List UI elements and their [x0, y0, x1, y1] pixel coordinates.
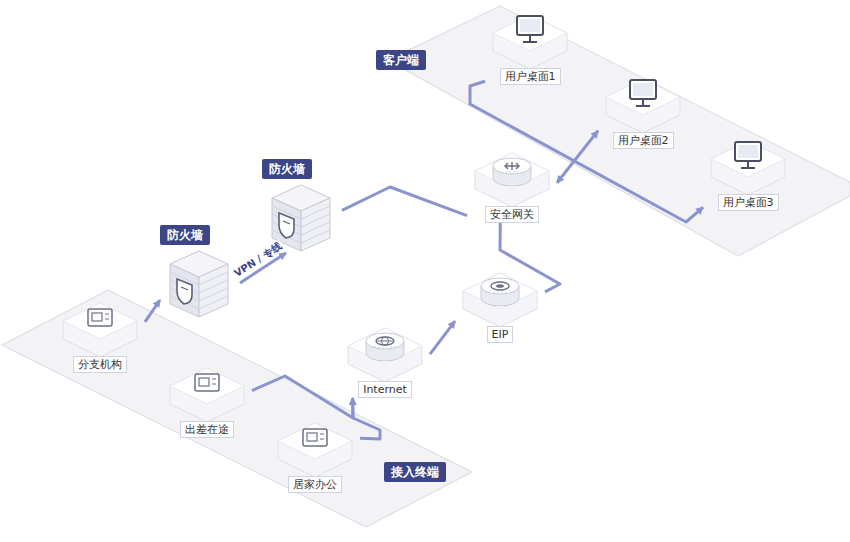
- tag-badge: 接入终端: [384, 462, 446, 482]
- tag-badge: 防火墙: [160, 225, 210, 245]
- connector: [500, 223, 560, 292]
- icon-tile: [472, 150, 552, 210]
- icon-tile: [345, 325, 425, 385]
- node-label: 安全网关: [485, 206, 539, 223]
- icon-card: 用户桌面2: [598, 76, 688, 149]
- icon-tile: [275, 420, 355, 480]
- connector: [353, 398, 380, 439]
- node-label: 用户桌面1: [500, 68, 561, 85]
- node-label: 出差在途: [180, 421, 234, 438]
- firewall-node: 防火墙: [160, 224, 240, 319]
- icon-card: 分支机构: [55, 300, 145, 373]
- icon-tile: [460, 270, 540, 330]
- icon-card: 用户桌面1: [485, 12, 575, 85]
- connector: [430, 321, 455, 354]
- icon-tile: [708, 138, 788, 198]
- connector: [557, 131, 598, 183]
- icon-tile: [603, 76, 683, 136]
- icon-tile: [167, 365, 247, 425]
- region-band: 接入终端 分支机构出差在途居家办公: [0, 285, 475, 542]
- connector: [470, 81, 703, 222]
- tag-badge: 防火墙: [262, 159, 312, 179]
- band-shape: [370, 0, 850, 262]
- connector: [342, 187, 467, 216]
- node-label: Internet: [358, 381, 412, 398]
- node-label: 居家办公: [288, 476, 342, 493]
- icon-tile: [60, 300, 140, 360]
- icon-card: 出差在途: [162, 365, 252, 438]
- connector: [252, 376, 353, 418]
- firewall-node: 防火墙: [262, 158, 342, 253]
- tag-badge: 客户端: [376, 50, 426, 70]
- node-label: 用户桌面3: [718, 194, 779, 211]
- node-label: 用户桌面2: [613, 132, 674, 149]
- node-label: 分支机构: [73, 356, 127, 373]
- icon-card: 居家办公: [270, 420, 360, 493]
- firewall-icon: [166, 247, 232, 319]
- icon-card: Internet: [340, 325, 430, 398]
- node-label: EIP: [487, 326, 514, 343]
- region-band: 客户端用户桌面1 用户桌面2 用户桌面3: [370, 0, 850, 262]
- connector: [145, 300, 160, 322]
- icon-tile: [490, 12, 570, 72]
- icon-card: EIP: [455, 270, 545, 343]
- icon-card: 安全网关: [467, 150, 557, 223]
- icon-card: 用户桌面3: [703, 138, 793, 211]
